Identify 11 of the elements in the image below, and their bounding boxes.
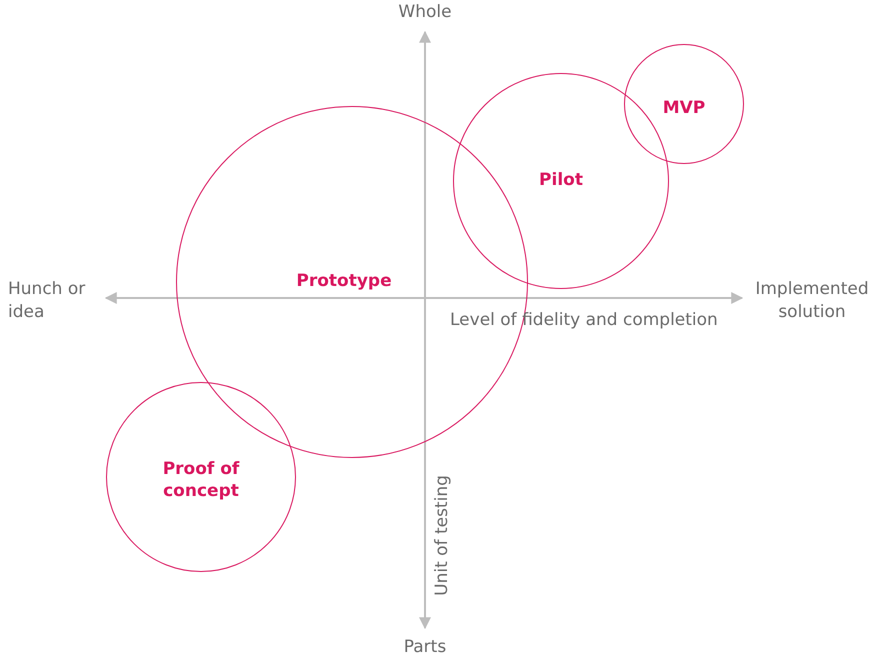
stage-circle	[106, 382, 296, 572]
axis-end-label: Implemented solution	[754, 278, 870, 324]
axis-end-label: Parts	[402, 636, 448, 659]
stage-label: Pilot	[538, 168, 584, 192]
axis-title: Unit of testing	[430, 475, 453, 596]
axis-end-label: Whole	[397, 1, 453, 24]
axis-end-label: Hunch or idea	[8, 278, 86, 324]
stage-label: Prototype	[295, 270, 393, 292]
stage-label: MVP	[662, 96, 706, 120]
stage-label: Proof of concept	[162, 458, 240, 502]
stage-circle	[624, 44, 744, 164]
